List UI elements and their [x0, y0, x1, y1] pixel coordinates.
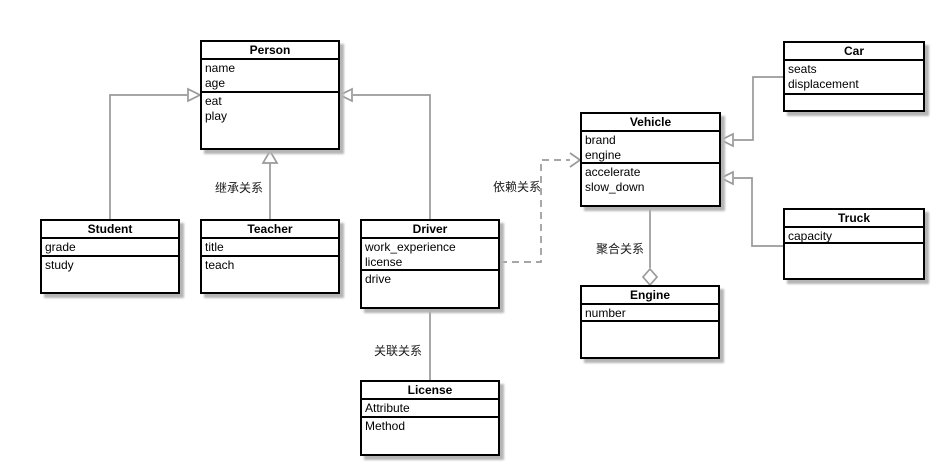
class-license[interactable]: License Attribute Method [360, 380, 500, 456]
attribute: brand [585, 133, 616, 147]
class-vehicle-attributes: brand engine [582, 132, 719, 164]
class-car[interactable]: Car seats displacement [783, 41, 925, 112]
inheritance-connector-driver-person [338, 87, 431, 219]
method: study [45, 258, 74, 272]
inheritance-connector-teacher-person [261, 149, 279, 219]
inheritance-connector-truck-vehicle [719, 170, 783, 247]
class-car-title: Car [785, 43, 923, 61]
class-engine-title: Engine [582, 287, 718, 305]
class-person-methods: eat play [202, 93, 338, 148]
class-person-title: Person [202, 42, 338, 60]
class-vehicle[interactable]: Vehicle brand engine accelerate slow_dow… [580, 112, 721, 207]
class-driver-title: Driver [362, 221, 498, 239]
class-driver[interactable]: Driver work_experience license drive [360, 219, 500, 309]
attribute: Attribute [365, 401, 410, 415]
class-vehicle-title: Vehicle [582, 114, 719, 132]
class-license-title: License [362, 382, 498, 400]
method: eat [205, 94, 222, 108]
class-truck[interactable]: Truck capacity [783, 208, 925, 280]
attribute: seats [788, 62, 817, 76]
class-student[interactable]: Student grade study [40, 219, 180, 294]
class-vehicle-methods: accelerate slow_down [582, 164, 719, 205]
class-person-attributes: name age [202, 60, 338, 93]
label-aggregation-relationship: 聚合关系 [595, 242, 644, 256]
method: accelerate [585, 165, 641, 179]
class-driver-methods: drive [362, 271, 498, 307]
class-teacher-title: Teacher [202, 221, 338, 239]
class-student-title: Student [42, 221, 178, 239]
class-truck-methods [785, 244, 923, 278]
method: Method [365, 419, 406, 433]
attribute: grade [45, 240, 76, 254]
attribute: engine [585, 148, 622, 162]
class-engine-attributes: number [582, 305, 718, 322]
aggregation-connector-vehicle-engine [641, 207, 659, 287]
class-teacher[interactable]: Teacher title teach [200, 219, 340, 294]
inheritance-connector-car-vehicle [719, 76, 783, 148]
attribute: work_experience [365, 240, 456, 254]
method: drive [365, 272, 392, 286]
class-student-attributes: grade [42, 239, 178, 257]
class-truck-title: Truck [785, 210, 923, 228]
label-dependency-relationship: 依赖关系 [492, 180, 541, 194]
attribute: number [585, 306, 626, 320]
class-car-attributes: seats displacement [785, 61, 923, 95]
class-teacher-methods: teach [202, 257, 338, 292]
label-inheritance-relationship: 继承关系 [214, 181, 263, 195]
attribute: displacement [788, 77, 859, 91]
class-engine[interactable]: Engine number [580, 285, 720, 359]
class-person[interactable]: Person name age eat play [200, 40, 340, 150]
class-license-attributes: Attribute [362, 400, 498, 418]
class-engine-methods [582, 322, 718, 357]
class-car-methods [785, 95, 923, 110]
attribute: name [205, 61, 236, 75]
inheritance-connector-student-person [109, 87, 202, 219]
class-truck-attributes: capacity [785, 228, 923, 244]
class-student-methods: study [42, 257, 178, 292]
class-teacher-attributes: title [202, 239, 338, 257]
class-driver-attributes: work_experience license [362, 239, 498, 271]
attribute: capacity [788, 229, 833, 243]
attribute: age [205, 76, 226, 90]
dependency-connector-driver-vehicle [500, 152, 582, 263]
method: slow_down [585, 180, 645, 194]
attribute: license [365, 255, 403, 269]
label-association-relationship: 关联关系 [373, 344, 422, 358]
attribute: title [205, 240, 224, 254]
method: teach [205, 258, 235, 272]
class-license-methods: Method [362, 418, 498, 454]
method: play [205, 109, 228, 123]
